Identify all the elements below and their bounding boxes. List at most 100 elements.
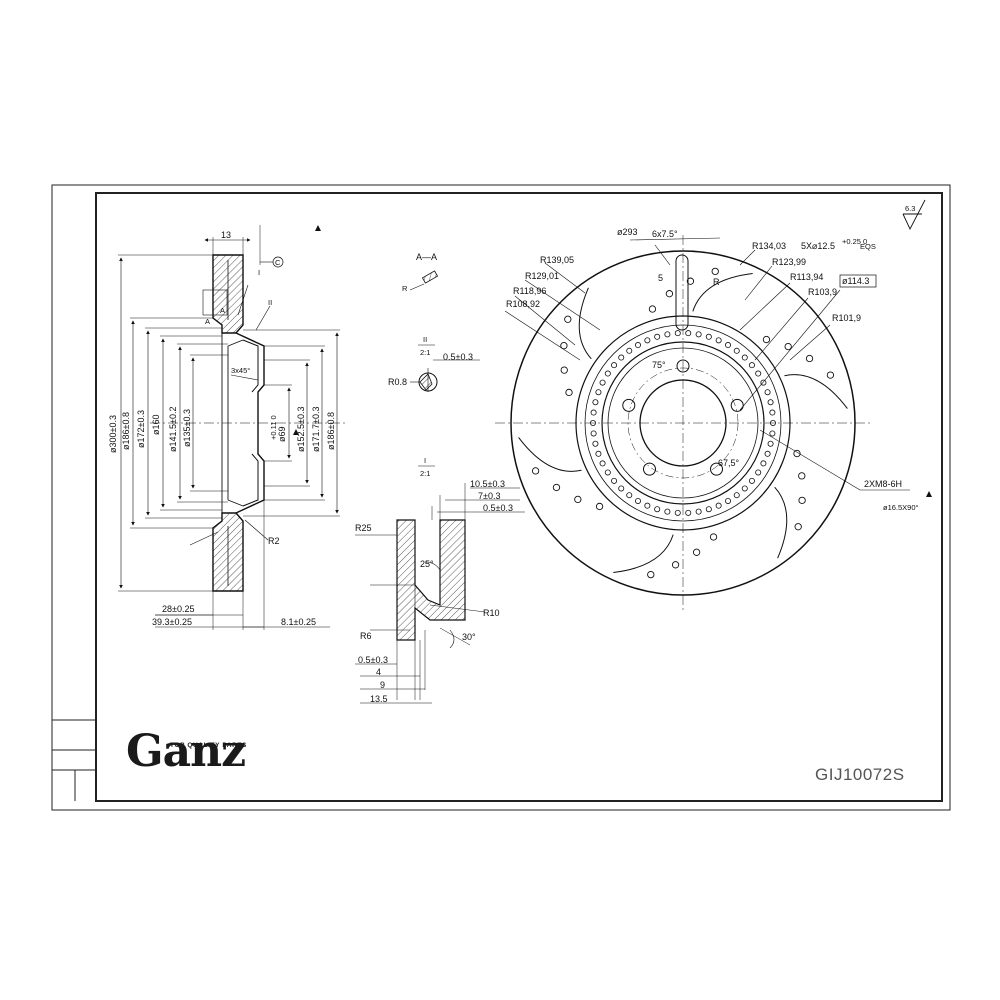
tone-ring-tooth: [695, 331, 702, 338]
tone-ring-tooth: [599, 379, 606, 386]
detail-ref-ii: II: [268, 298, 272, 307]
tone-ring-tooth: [760, 379, 767, 386]
drawing-frame: [51, 184, 951, 811]
detail-i: I 2:1 10.: [355, 456, 525, 704]
detail-ii: II 2:1 0.5±0.3 R0.8: [388, 335, 480, 392]
dim-d186: ø186±0.8: [121, 412, 131, 450]
tone-ring-tooth: [611, 362, 618, 369]
drill-hole: [686, 277, 695, 285]
triangle-marker: [926, 491, 932, 497]
tone-ring-tooth: [618, 354, 625, 361]
tone-ring-tooth: [769, 409, 776, 416]
tone-ring-tooth: [664, 331, 671, 338]
drill-hole: [762, 335, 771, 344]
drill-hole: [794, 523, 802, 531]
detail-ref-i: I: [258, 268, 260, 277]
tone-ring-tooth: [674, 330, 681, 337]
tone-ring-tooth: [767, 440, 774, 447]
detail-i-dim-1: 10.5±0.3: [470, 479, 505, 489]
tone-ring-tooth: [611, 477, 618, 484]
curved-slot: [784, 374, 848, 409]
drill-hole: [711, 267, 719, 276]
tone-ring-tooth: [635, 497, 642, 504]
drill-hole: [648, 305, 657, 313]
tone-ring-tooth: [725, 342, 732, 349]
disc-front-view: [495, 235, 910, 610]
dim-r103: R103,9: [808, 287, 837, 297]
angle-67-5: 67,5°: [718, 458, 740, 468]
drill-hole: [798, 472, 806, 480]
dim-d152: ø152.5±0.3: [296, 407, 306, 452]
detail-a-a: A—A R: [402, 252, 439, 293]
drill-hole: [647, 570, 655, 579]
detail-i-r10: R10: [483, 608, 500, 618]
drill-hole: [560, 366, 568, 374]
dim-thickness: 13: [221, 230, 231, 240]
tone-ring-tooth: [764, 389, 771, 396]
dim-chamfer: 3x45°: [231, 366, 250, 375]
tone-ring-tooth: [741, 485, 748, 492]
curved-slot: [613, 534, 674, 573]
drill-hole: [671, 561, 680, 569]
detail-ii-scale: 2:1: [420, 348, 430, 357]
drill-hole: [595, 502, 604, 511]
dim-slot-radius: R: [713, 277, 720, 287]
detail-ii-radius: R0.8: [388, 377, 407, 387]
detail-i-base-2: 4: [376, 667, 381, 677]
tone-ring-tooth: [685, 330, 692, 337]
dim-d69-tolerance: +0.11 0: [269, 415, 278, 440]
curved-slot: [692, 273, 753, 312]
brand-logo: Ganz TOP QUALITY PARTS: [126, 726, 246, 777]
stud-hole: [676, 359, 690, 373]
tone-ring-tooth: [635, 342, 642, 349]
detail-i-base-1: 0.5±0.3: [358, 655, 388, 665]
drill-hole: [531, 467, 540, 475]
tone-ring-tooth: [685, 509, 692, 516]
drill-hole: [805, 354, 814, 363]
detail-i-dim-3: 0.5±0.3: [483, 503, 513, 513]
dim-pcd: ø114.3: [842, 276, 869, 286]
tone-ring-tooth: [599, 460, 606, 467]
stud-hole: [622, 398, 636, 412]
stud-holes: [622, 359, 744, 476]
tone-ring-tooth: [618, 485, 625, 492]
tone-ring-tooth: [705, 506, 712, 513]
dim-r108: R108,92: [506, 299, 540, 309]
tone-ring-tooth: [741, 354, 748, 361]
tone-ring-tooth: [590, 409, 597, 416]
dim-d186b: ø186±0.8: [326, 412, 336, 450]
detail-ii-title: II: [423, 335, 427, 344]
curved-slot: [578, 287, 592, 360]
detail-i-r6: R6: [360, 631, 372, 641]
dim-r113: R113,94: [790, 272, 823, 282]
tone-ring-tooth: [715, 337, 722, 344]
dim-slots: 6x7.5°: [652, 229, 678, 239]
dim-r123: R123,99: [772, 257, 806, 267]
tone-ring-tooth: [755, 370, 762, 377]
tone-ring-tooth: [733, 492, 740, 499]
drill-holes: [531, 267, 835, 579]
tone-ring-tooth: [715, 502, 722, 509]
disc-section-view: 13 C I II A A 3x45° R2 ø300±0.3 ø186±0.8…: [108, 225, 345, 630]
detail-i-dim-2: 7±0.3: [478, 491, 500, 501]
tone-ring-tooth: [770, 419, 777, 426]
tone-ring-tooth: [664, 508, 671, 515]
dim-d135: ø135±0.3: [182, 409, 192, 447]
detail-i-scale: 2:1: [420, 469, 430, 478]
tone-ring-tooth: [595, 389, 602, 396]
drill-hole: [692, 548, 701, 556]
dim-r118: R118,96: [513, 286, 546, 296]
detail-i-angle-30: 30°: [462, 632, 476, 642]
tone-ring-tooth: [767, 399, 774, 406]
brand-name: Ganz: [126, 726, 246, 777]
dim-d293: ø293: [617, 227, 638, 237]
dim-bolt-holes: 5X⌀12.5: [801, 241, 835, 251]
detail-i-angle-25: 25°: [420, 559, 434, 569]
dim-thread: 2XM8-6H: [864, 479, 902, 489]
tone-ring-tooth: [695, 508, 702, 515]
tone-ring-tooth: [654, 506, 661, 513]
tone-ring-tooth: [604, 469, 611, 476]
dim-r139: R139,05: [540, 255, 574, 265]
dim-slot-width: 5: [658, 273, 663, 283]
